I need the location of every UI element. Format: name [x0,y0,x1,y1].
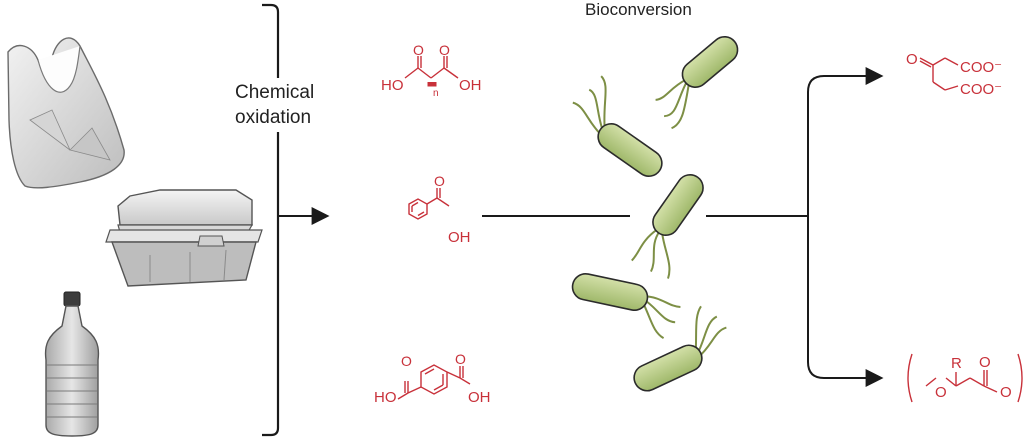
polyester-r-label: R [951,355,962,372]
polyester-o2-label: O [979,354,991,371]
ketoglutarate-structure [919,57,959,91]
chemical-oxidation-line1: Chemical [235,82,315,103]
bacteria-group [571,35,739,392]
product-arrows [706,67,884,387]
bacterium-4 [571,273,681,340]
diacid-right-label: OH [459,77,482,94]
dicarboxylic-acid-structure [404,56,459,87]
benzoic-acid-structure [408,188,450,220]
benzoic-o-label: O [434,173,445,189]
terephthalic-o1-label: O [401,353,412,369]
bacterium-3 [631,173,704,279]
foam-container-icon [105,189,263,287]
bioconversion-label: Bioconversion [585,0,692,19]
terephthalic-right-label: OH [468,389,491,406]
terephthalic-o2-label: O [455,351,466,367]
polyester-o3-label: O [1000,384,1012,401]
bacterium-1 [655,35,739,130]
chemical-oxidation-label: Chemical oxidation [232,78,318,132]
plastic-bottle-icon [44,291,100,437]
chemical-oxidation-bracket [262,3,330,437]
terephthalic-acid-structure [397,364,471,400]
diacid-o2-label: O [439,42,450,58]
ketoglutarate-coo2-label: COO⁻ [960,81,1002,98]
polyester-o1-label: O [935,384,947,401]
chemical-oxidation-line2: oxidation [235,107,312,128]
diacid-n-label: n [433,88,439,99]
ketoglutarate-coo1-label: COO⁻ [960,59,1002,76]
diacid-left-label: HO [381,77,404,94]
plastic-bag-icon [7,37,125,189]
diacid-o1-label: O [413,42,424,58]
bacterium-5 [633,305,727,392]
benzoic-oh-label: OH [448,229,471,246]
terephthalic-left-label: HO [374,389,397,406]
ketoglutarate-o-label: O [906,51,918,68]
bacterium-2 [572,75,663,177]
polyhydroxyalkanoate-structure [907,353,1023,403]
